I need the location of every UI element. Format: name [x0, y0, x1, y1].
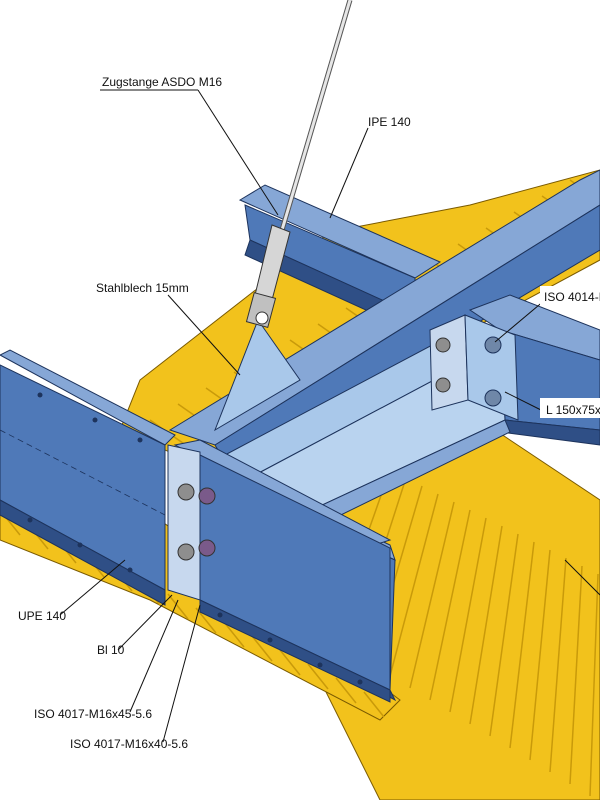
- deck-rib: [335, 677, 357, 704]
- hole-icon: [137, 437, 143, 443]
- label-ipe-140: IPE 140: [368, 115, 411, 129]
- deck-rib: [529, 549, 551, 761]
- flange-holes-right: [217, 612, 363, 685]
- deck-rib: [363, 691, 385, 718]
- hole-icon: [37, 392, 43, 398]
- hole-icon: [357, 679, 363, 685]
- deck-rib: [389, 493, 439, 677]
- deck-rib: [509, 541, 535, 749]
- deck-rib: [569, 565, 583, 785]
- bolt-icon: [484, 389, 502, 407]
- bolt-icon: [177, 483, 195, 501]
- hole-icon: [267, 637, 273, 643]
- label-bolt-m12: ISO 4014-M12: [544, 290, 600, 304]
- bolt-icon: [177, 543, 195, 561]
- pin-icon: [255, 311, 269, 325]
- label-upe-140: UPE 140: [18, 609, 66, 623]
- deck-rib: [489, 533, 519, 737]
- deck-rib: [429, 509, 471, 701]
- bolt-icon: [484, 336, 502, 354]
- deck-rib: [449, 517, 487, 713]
- label-bl-10: Bl 10: [97, 643, 125, 657]
- upe-beam-splice-right: [173, 439, 392, 703]
- flange-holes-left: [27, 392, 143, 573]
- deck-rib: [549, 557, 567, 773]
- labels: Zugstange ASDO M16 IPE 140 Stahlblech 15…: [18, 75, 600, 751]
- splice-plate: [167, 444, 216, 601]
- deck-rib: [251, 635, 273, 662]
- label-bolt-m16x40: ISO 4017-M16x40-5.6: [70, 737, 188, 751]
- bolt-icon: [198, 539, 216, 557]
- upe-beam-left: [0, 349, 176, 606]
- deck-rib: [307, 663, 329, 690]
- deck-rib: [409, 501, 455, 689]
- angle-cleat: [429, 314, 519, 421]
- deck-rib: [195, 607, 217, 634]
- hole-icon: [92, 417, 98, 423]
- tie-rod: [245, 0, 353, 328]
- deck-rib: [223, 621, 245, 648]
- hole-icon: [27, 517, 33, 523]
- hole-icon: [127, 567, 133, 573]
- label-angle: L 150x75x10: [546, 403, 600, 417]
- label-tie-rod: Zugstange ASDO M16: [102, 75, 222, 89]
- gusset-plate: [214, 318, 301, 432]
- bolt-icon: [198, 487, 216, 505]
- hole-icon: [77, 542, 83, 548]
- deck-rib: [589, 573, 599, 797]
- leader-lines: [59, 89, 600, 743]
- label-bolt-m16x45: ISO 4017-M16x45-5.6: [34, 707, 152, 721]
- hole-icon: [217, 612, 223, 618]
- deck-rib: [469, 525, 503, 725]
- label-steel-plate: Stahlblech 15mm: [96, 281, 189, 295]
- bolt-icon: [435, 337, 451, 353]
- deck-rib: [167, 593, 189, 620]
- bolt-icon: [435, 377, 451, 393]
- deck-rib: [279, 649, 301, 676]
- hole-icon: [317, 662, 323, 668]
